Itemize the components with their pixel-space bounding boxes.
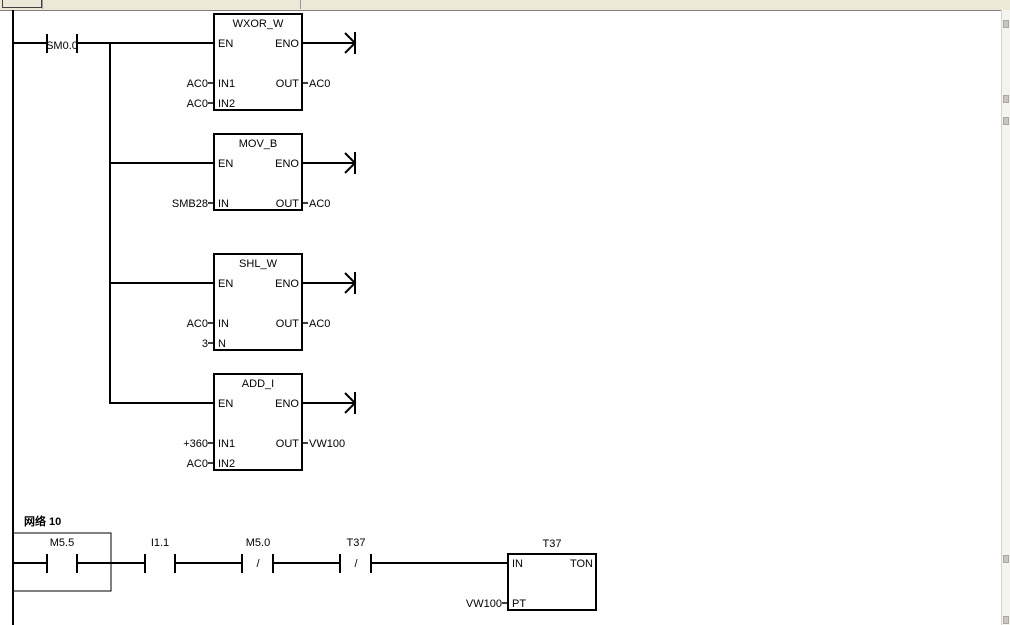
input-operand: AC0 bbox=[187, 458, 208, 470]
contact-address: SM0.0 bbox=[46, 40, 78, 52]
contact-address: I1.1 bbox=[151, 537, 169, 549]
nc-slash: / bbox=[354, 558, 358, 570]
vertical-scrollbar[interactable] bbox=[1001, 10, 1010, 625]
contact-m5-0-nc[interactable]: M5.0 / bbox=[241, 537, 340, 573]
contact-address: T37 bbox=[347, 537, 366, 549]
input-pin: IN1 bbox=[218, 438, 235, 450]
input-pin: IN2 bbox=[218, 458, 235, 470]
input-operand: AC0 bbox=[187, 78, 208, 90]
pt-pin: PT bbox=[512, 598, 526, 610]
pt-operand: VW100 bbox=[466, 598, 502, 610]
input-pin: IN bbox=[218, 198, 229, 210]
scroll-mark bbox=[1003, 555, 1009, 563]
scroll-mark bbox=[1003, 616, 1009, 624]
output-pin: OUT bbox=[276, 318, 300, 330]
input-operand: AC0 bbox=[187, 318, 208, 330]
box-mov-b[interactable]: MOV_B EN ENO SMB28 IN OUT AC0 bbox=[110, 133, 357, 211]
output-operand: AC0 bbox=[309, 198, 330, 210]
output-operand: AC0 bbox=[309, 78, 330, 90]
network-10: 网络 10 M5.5 I1.1 M5.0 / T37 bbox=[12, 514, 597, 611]
input-pin: IN1 bbox=[218, 78, 235, 90]
box-title: WXOR_W bbox=[233, 18, 284, 30]
input-operand: 3 bbox=[202, 338, 208, 350]
toolbar-divider bbox=[42, 0, 43, 9]
en-pin: EN bbox=[218, 38, 233, 50]
eno-pin: ENO bbox=[275, 38, 299, 50]
input-pin: IN2 bbox=[218, 98, 235, 110]
toolbar-button[interactable] bbox=[2, 0, 42, 8]
timer-type: TON bbox=[570, 558, 593, 570]
en-pin: EN bbox=[218, 398, 233, 410]
toolbar-strip bbox=[0, 0, 1010, 11]
input-operand: SMB28 bbox=[172, 198, 208, 210]
contact-m5-5[interactable]: M5.5 bbox=[13, 537, 145, 573]
input-pin: IN bbox=[218, 318, 229, 330]
input-pin: N bbox=[218, 338, 226, 350]
en-pin: EN bbox=[218, 278, 233, 290]
box-title: ADD_I bbox=[242, 378, 274, 390]
scroll-mark bbox=[1003, 20, 1009, 28]
output-pin: OUT bbox=[276, 198, 300, 210]
scroll-mark bbox=[1003, 117, 1009, 125]
box-title: SHL_W bbox=[239, 258, 278, 270]
box-shl-w[interactable]: SHL_W EN ENO AC0 IN 3 N OUT AC0 bbox=[110, 253, 357, 351]
toolbar-divider bbox=[300, 0, 301, 9]
nc-slash: / bbox=[256, 558, 260, 570]
input-operand: AC0 bbox=[187, 98, 208, 110]
output-pin: OUT bbox=[276, 438, 300, 450]
contact-address: M5.5 bbox=[50, 537, 74, 549]
contact-sm0-0[interactable]: SM0.0 bbox=[13, 34, 110, 53]
timer-t37-ton[interactable]: T37 IN TON VW100 PT bbox=[466, 538, 597, 611]
box-wxor-w[interactable]: WXOR_W EN ENO AC0 IN1 AC0 IN2 OUT AC0 bbox=[110, 13, 357, 111]
box-add-i[interactable]: ADD_I EN ENO +360 IN1 AC0 IN2 OUT VW100 bbox=[110, 373, 357, 471]
eno-pin: ENO bbox=[275, 158, 299, 170]
in-pin: IN bbox=[512, 558, 523, 570]
en-pin: EN bbox=[218, 158, 233, 170]
eno-pin: ENO bbox=[275, 278, 299, 290]
box-title: MOV_B bbox=[239, 138, 278, 150]
output-operand: AC0 bbox=[309, 318, 330, 330]
network-title[interactable]: 网络 10 bbox=[24, 514, 61, 528]
timer-name: T37 bbox=[543, 538, 562, 550]
contact-t37-nc[interactable]: T37 / bbox=[339, 537, 508, 573]
input-operand: +360 bbox=[183, 438, 208, 450]
eno-pin: ENO bbox=[275, 398, 299, 410]
network-9: SM0.0 WXOR_W EN ENO AC0 IN1 AC0 IN2 OUT bbox=[13, 13, 357, 471]
output-pin: OUT bbox=[276, 78, 300, 90]
output-operand: VW100 bbox=[309, 438, 345, 450]
contact-i1-1[interactable]: I1.1 bbox=[144, 537, 242, 573]
scroll-mark bbox=[1003, 95, 1009, 103]
contact-address: M5.0 bbox=[246, 537, 270, 549]
